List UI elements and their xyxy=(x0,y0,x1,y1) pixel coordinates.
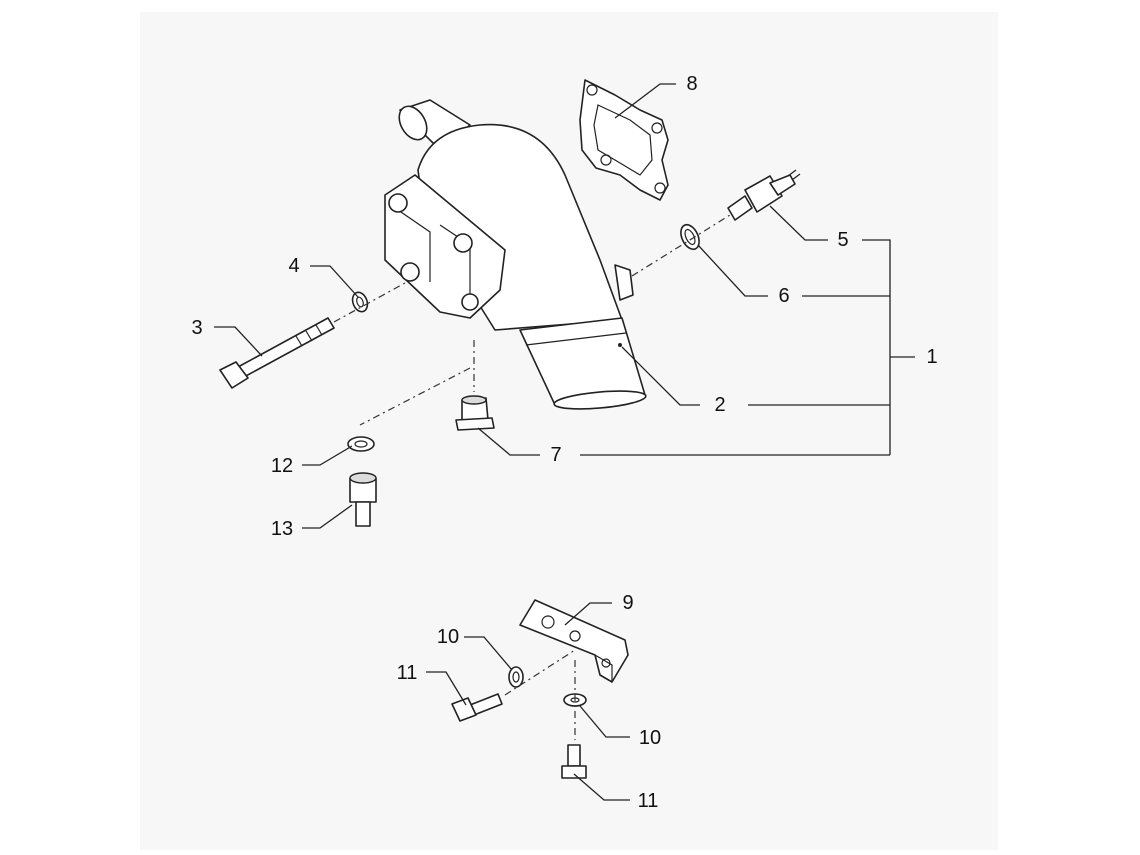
washer-part-12 xyxy=(347,436,375,452)
callout-11-left: 11 xyxy=(397,662,418,684)
callout-3: 3 xyxy=(191,317,202,339)
o-ring-part-6 xyxy=(680,223,700,251)
callout-13: 13 xyxy=(271,518,293,540)
callout-1: 1 xyxy=(926,346,937,368)
washer-part-4 xyxy=(351,291,369,313)
bracket-axis-line-horizontal xyxy=(504,649,576,696)
thermostat-housing-part-2 xyxy=(384,99,647,410)
diagram-background xyxy=(140,12,998,850)
callout-10-lower: 10 xyxy=(639,727,661,749)
temperature-sensor-part-5 xyxy=(727,169,801,221)
plug-part-7 xyxy=(455,395,495,431)
fitting-axis-line xyxy=(359,367,471,426)
bolt-axis-line xyxy=(333,282,406,323)
bolt-part-3 xyxy=(219,317,335,389)
bracket-part-9 xyxy=(519,599,629,683)
leader-lines xyxy=(214,83,915,801)
bolt-part-11-lower xyxy=(561,744,587,779)
callout-6: 6 xyxy=(778,285,789,307)
callout-7: 7 xyxy=(550,444,561,466)
callout-12: 12 xyxy=(271,455,293,477)
callout-2: 2 xyxy=(714,394,725,416)
callout-11-lower: 11 xyxy=(638,790,659,812)
fitting-part-13 xyxy=(349,472,377,527)
callout-4: 4 xyxy=(288,255,299,277)
callout-9: 9 xyxy=(622,592,633,614)
bolt-part-11-left xyxy=(451,693,503,722)
callout-10-left: 10 xyxy=(437,626,459,648)
callout-5: 5 xyxy=(837,229,848,251)
callout-8: 8 xyxy=(686,73,697,95)
sensor-axis-line xyxy=(631,214,731,277)
washer-part-10-left xyxy=(508,666,524,688)
gasket-part-8 xyxy=(579,79,669,201)
